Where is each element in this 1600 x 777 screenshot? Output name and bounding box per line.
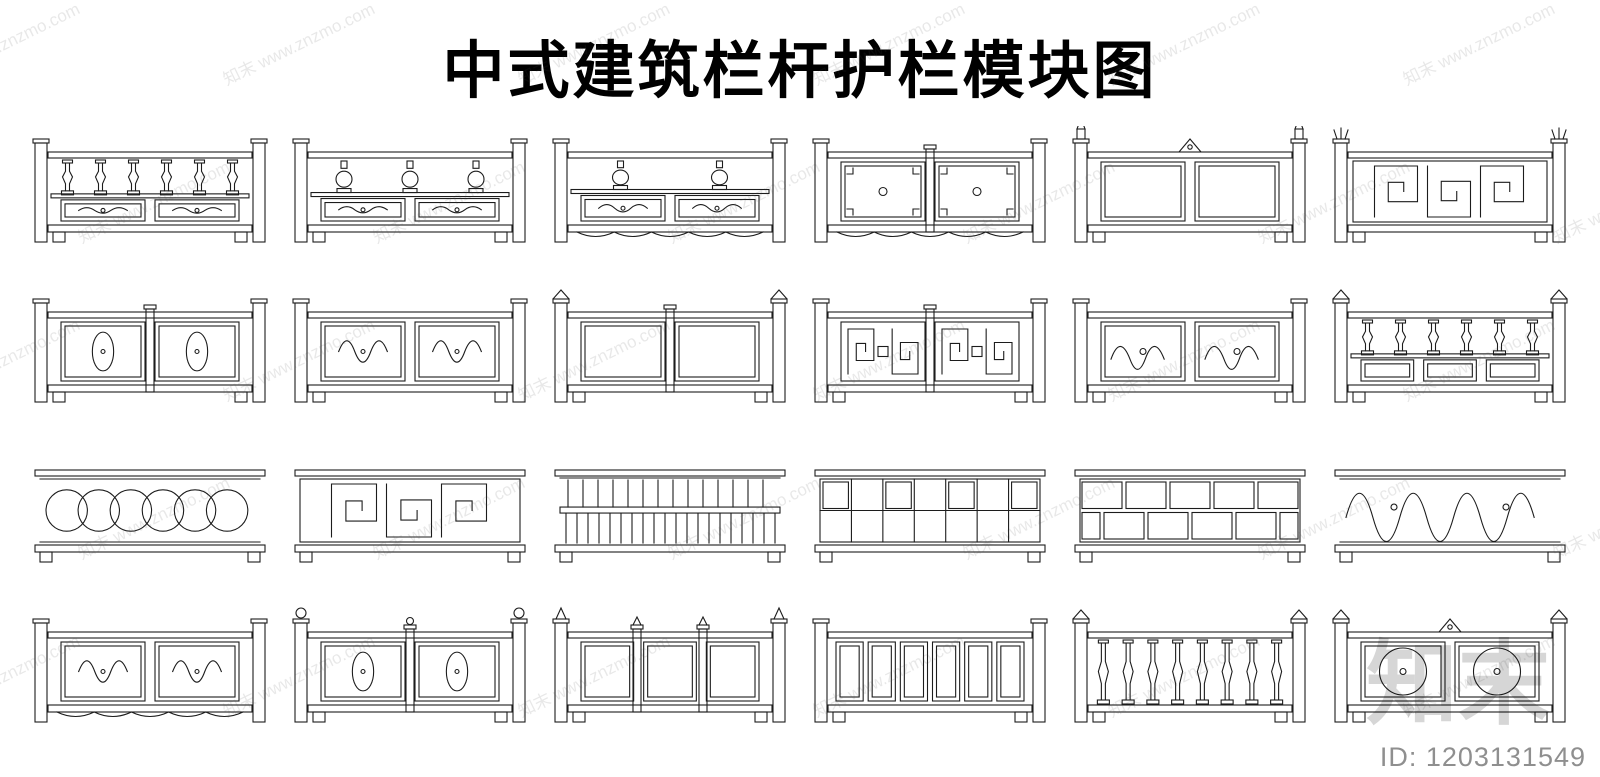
page-title: 中式建筑栏杆护栏模块图 [442,38,1158,106]
railing-module-interlocking-ring-lattice-rail [26,446,274,564]
railing-module-window-lattice-rail [806,446,1054,564]
railing-module-vase-rail-double-panel [286,126,534,244]
railing-module-corner-ornament-panel-rail [806,126,1054,244]
railing-module-square-fret-lattice-rail [286,446,534,564]
railing-module-ball-post-oval-panel-rail [286,606,534,724]
railing-module-rosette-panel-rail [26,286,274,404]
railing-module-baluster-and-panel-rail [1326,286,1574,404]
railing-module-cloud-medallion-panel-rail [1066,286,1314,404]
railing-module-plain-panel-post-rail [546,286,794,404]
railing-module-cracked-ice-lattice-rail [1066,446,1314,564]
railing-module-medallion-panel-rail [546,126,794,244]
railing-module-paneled-board-rail [806,606,1054,724]
railing-module-cloud-scroll-panel-rail [286,286,534,404]
railing-module-carved-apron-bench-rail [26,606,274,724]
railing-module-lotus-post-fret-rail [1326,126,1574,244]
railing-module-fret-panel-rail [806,286,1054,404]
railing-module-stone-pier-medallion-rail [1326,606,1574,724]
railing-module-baluster-rail-carved-apron [26,126,274,244]
brand-watermark: 知末 [1365,634,1550,736]
image-id: ID: 1203131549 [1379,742,1586,772]
railing-module-finial-post-crest-rail [1066,126,1314,244]
drawings-grid [26,126,1574,724]
railing-module-cloud-band-rail [1326,446,1574,564]
railing-module-shaped-baluster-rail [1066,606,1314,724]
railing-module-vertical-bar-rail [546,446,794,564]
railing-module-spike-post-panel-rail [546,606,794,724]
